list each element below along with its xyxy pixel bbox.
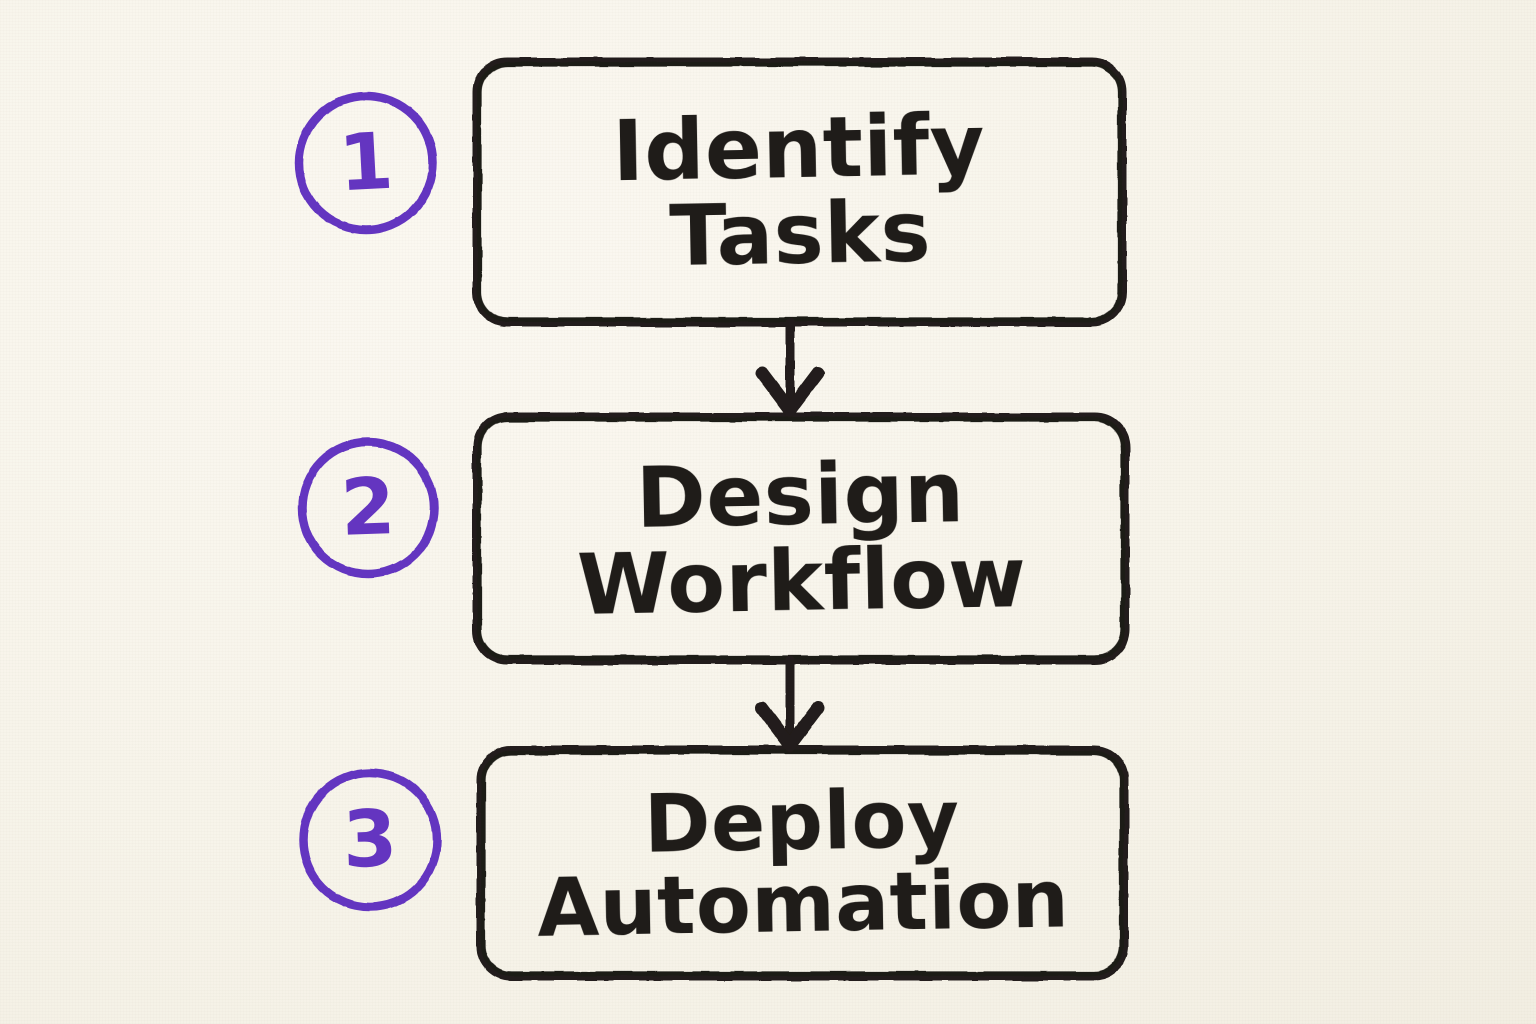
step-box-2[interactable]	[472, 412, 1130, 665]
step-badge-circle-1[interactable]	[294, 91, 438, 235]
step-box-1[interactable]	[472, 57, 1127, 327]
step-box-3[interactable]	[476, 745, 1129, 981]
step-badge-circle-3[interactable]	[298, 768, 442, 912]
connector-arrow-2	[755, 655, 825, 753]
connector-arrow-1	[755, 317, 825, 418]
step-badge-circle-2[interactable]	[297, 437, 439, 579]
